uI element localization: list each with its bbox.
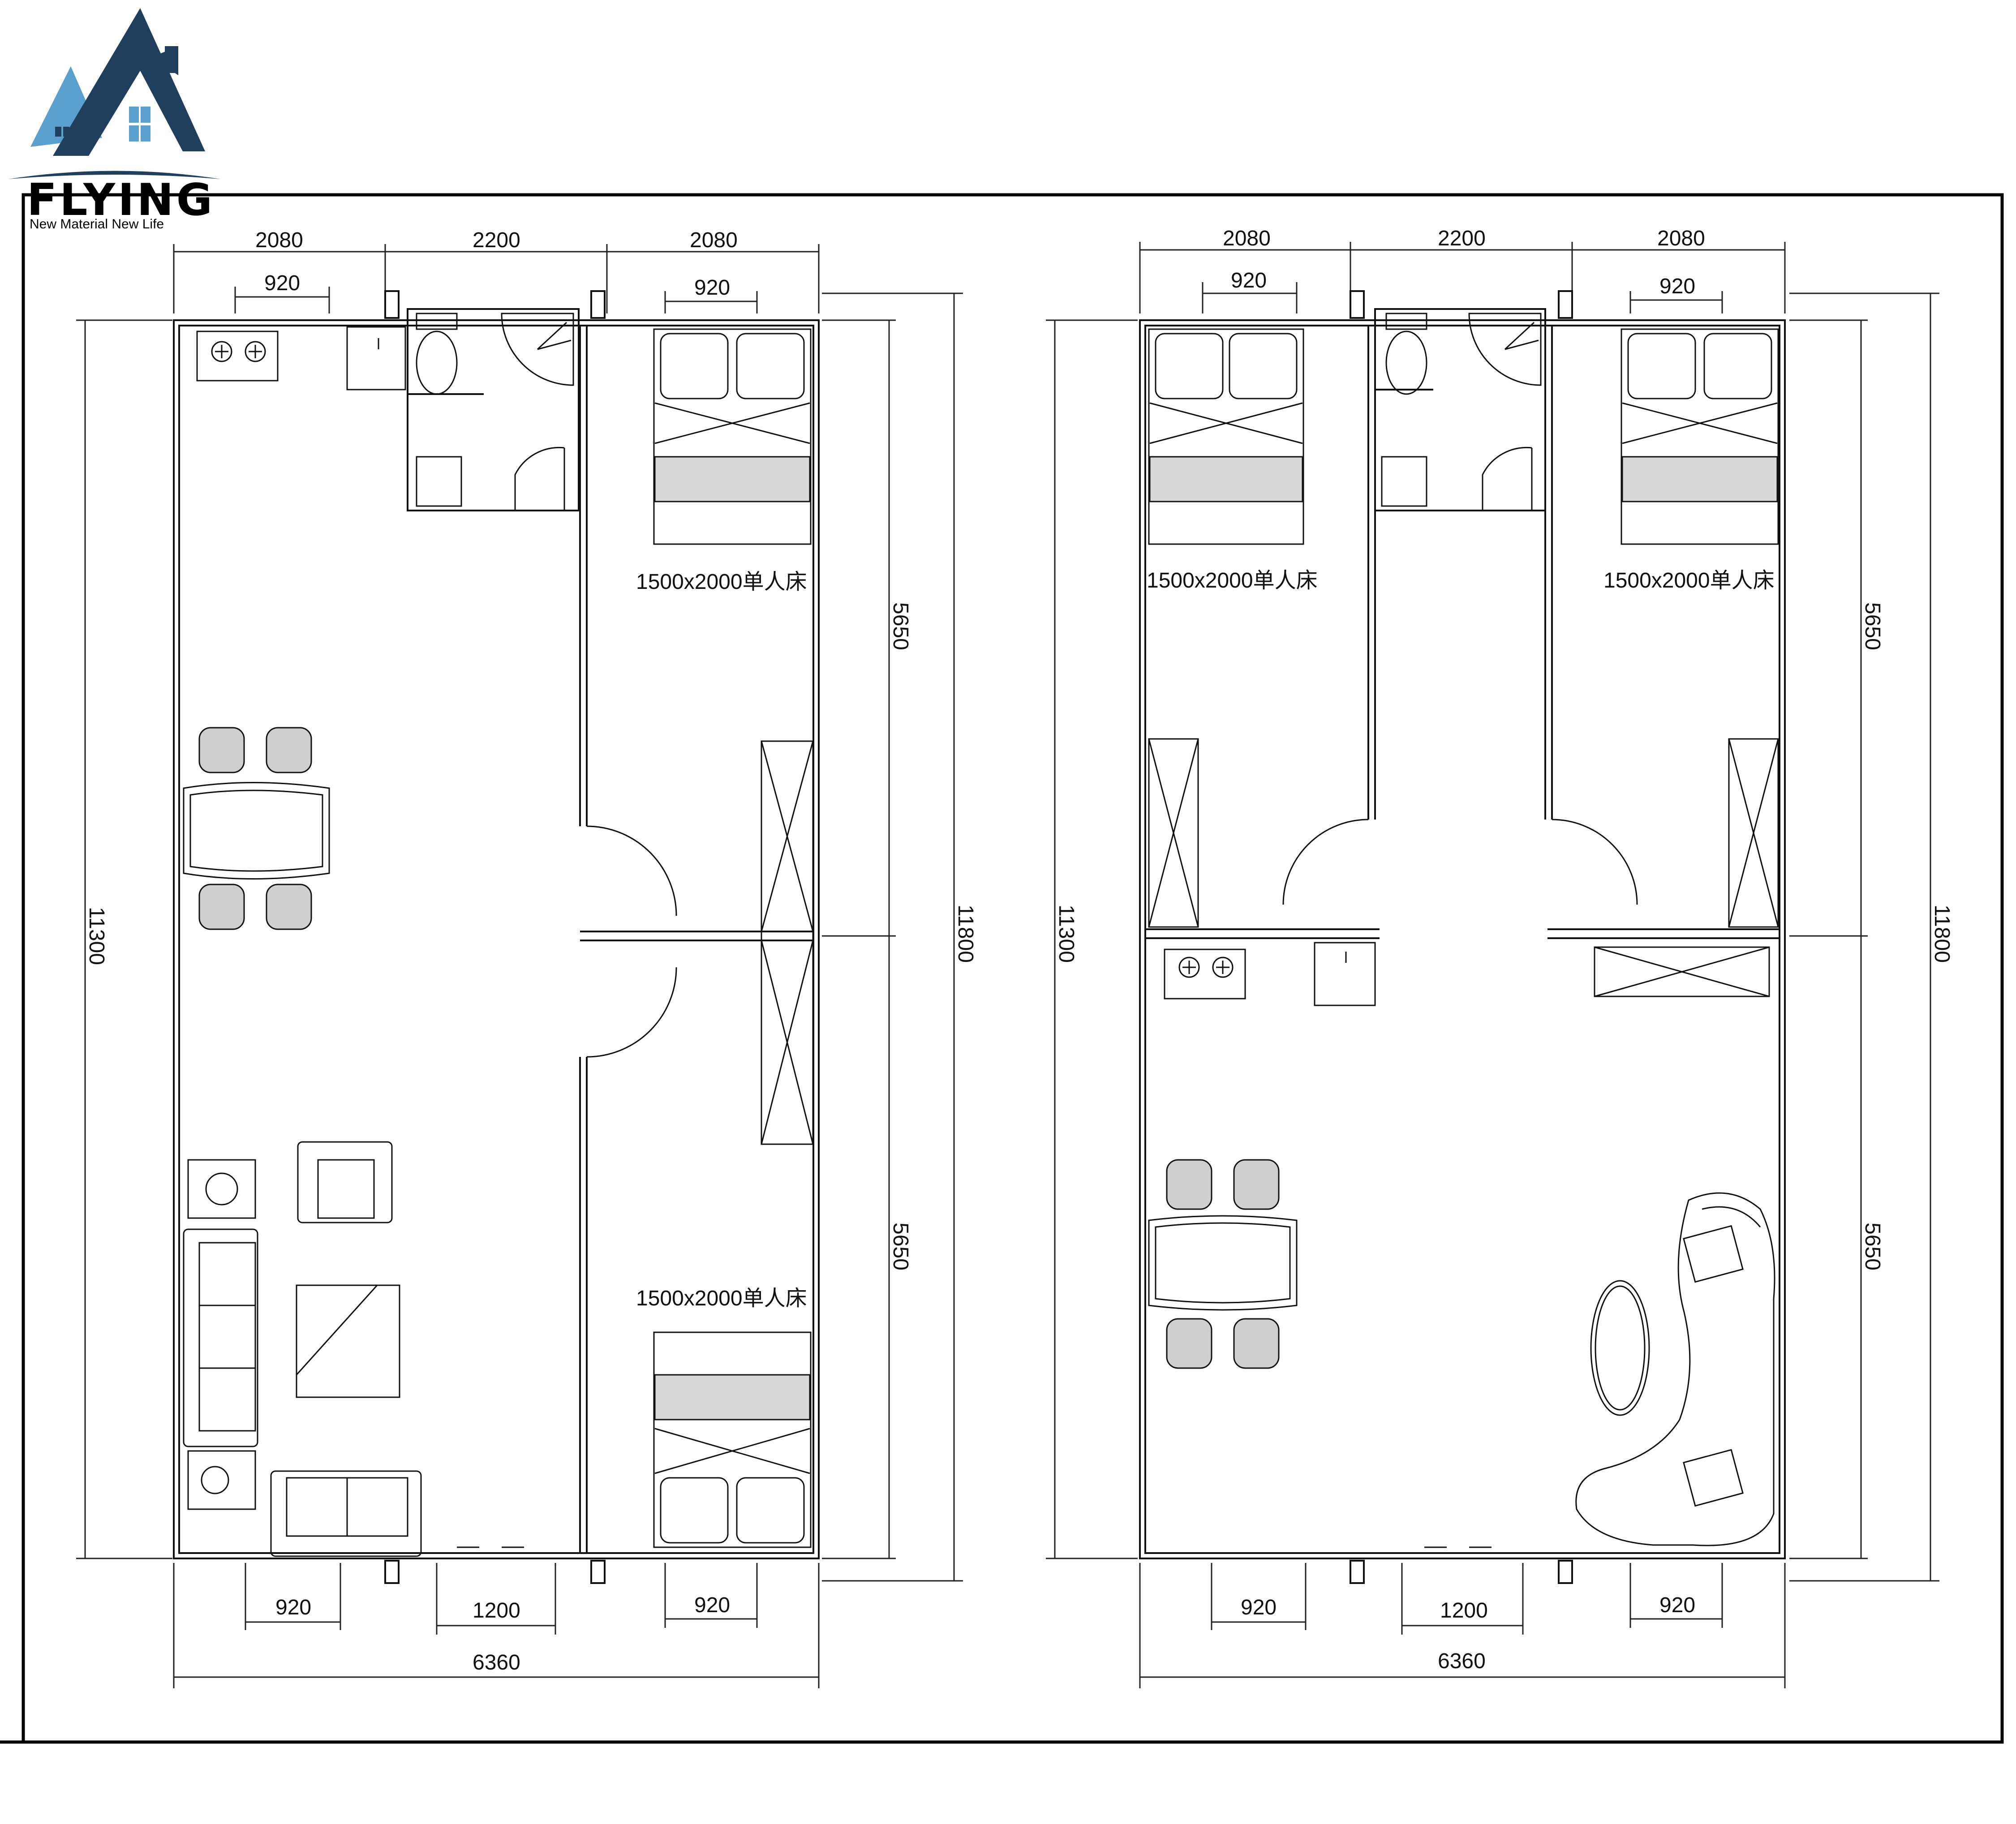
doors <box>448 446 677 1554</box>
sofa-set <box>183 1141 422 1557</box>
dining-table <box>183 782 330 880</box>
dim-bottom-door: 1200 <box>473 1599 520 1622</box>
bed-label-right: 1500x2000单人床 <box>1603 569 1775 592</box>
dim-top-window-2: 920 <box>1659 275 1695 298</box>
stove-icon <box>196 330 279 382</box>
bed-bottom <box>653 1331 812 1548</box>
dim-right-total: 11800 <box>954 905 977 963</box>
dining-table <box>1148 1215 1298 1311</box>
dimension-lines <box>76 244 963 1688</box>
dim-top-segment-2: 2200 <box>473 228 520 252</box>
sink-icon <box>346 326 406 391</box>
bed-top <box>653 328 812 545</box>
dim-top-segment-1: 2080 <box>1223 227 1271 250</box>
dim-top-segment-2: 2200 <box>1438 227 1486 250</box>
walls <box>173 290 820 1584</box>
washbasin-icon <box>1381 456 1427 507</box>
brand-tagline: New Material New Life <box>30 217 164 232</box>
brand-name: FLYING <box>27 175 215 226</box>
shower-icon <box>1468 313 1542 386</box>
dim-top-window-1: 920 <box>264 271 300 295</box>
dim-right-lower: 5650 <box>889 1223 912 1270</box>
floor-plan-right: 1500x2000单人床 1500x2000单人床 <box>1046 227 1954 1688</box>
drawing-frame <box>0 193 2004 1744</box>
dim-top-window-1: 920 <box>1231 269 1267 292</box>
dim-bottom-window-1: 920 <box>1241 1596 1277 1619</box>
dim-bottom-door: 1200 <box>1440 1599 1488 1622</box>
bed-left <box>1148 328 1304 545</box>
dim-bottom-total: 6360 <box>473 1651 520 1674</box>
bed-label-bottom: 1500x2000单人床 <box>636 1287 807 1310</box>
bed-label-top: 1500x2000单人床 <box>636 570 807 594</box>
wardrobe-icon <box>761 740 814 1145</box>
dim-bottom-total: 6360 <box>1438 1649 1486 1673</box>
sink-icon <box>1314 942 1376 1006</box>
toilet-icon <box>1385 313 1427 395</box>
dim-right-total: 11800 <box>1930 905 1954 963</box>
logo-roof-dark <box>53 8 205 156</box>
stove-icon <box>1164 948 1246 1000</box>
dim-left-total: 11300 <box>85 907 108 965</box>
bed-label-left: 1500x2000单人床 <box>1147 569 1318 592</box>
bed-right <box>1621 328 1779 545</box>
dim-right-upper: 5650 <box>1861 602 1884 650</box>
dim-bottom-window-2: 920 <box>694 1593 730 1617</box>
wardrobe-icon <box>1148 738 1779 997</box>
toilet-icon <box>416 313 458 395</box>
side-table-icon <box>187 1159 256 1510</box>
washbasin-icon <box>416 456 462 507</box>
house-logo-icon <box>8 8 221 179</box>
dim-right-upper: 5650 <box>889 602 912 650</box>
dining-chairs <box>1166 1159 1280 1369</box>
dim-left-total: 11300 <box>1054 905 1078 963</box>
dim-top-window-2: 920 <box>694 276 730 300</box>
dim-top-segment-1: 2080 <box>255 228 303 252</box>
dim-bottom-window-2: 920 <box>1659 1593 1695 1617</box>
shower-icon <box>501 313 574 386</box>
dining-chairs <box>198 727 312 930</box>
brand-logo: FLYING New Material New Life <box>4 4 223 231</box>
doors <box>1282 446 1638 1554</box>
dim-bottom-window-1: 920 <box>275 1596 311 1619</box>
dimension-lines <box>1046 242 1939 1688</box>
dim-right-lower: 5650 <box>1861 1223 1884 1270</box>
dim-top-segment-3: 2080 <box>1657 227 1705 250</box>
floor-plan-left: 1500x2000单人床 1500x2000单人床 <box>76 228 977 1688</box>
dim-top-segment-3: 2080 <box>690 228 738 252</box>
curved-sofa <box>1575 1192 1775 1546</box>
